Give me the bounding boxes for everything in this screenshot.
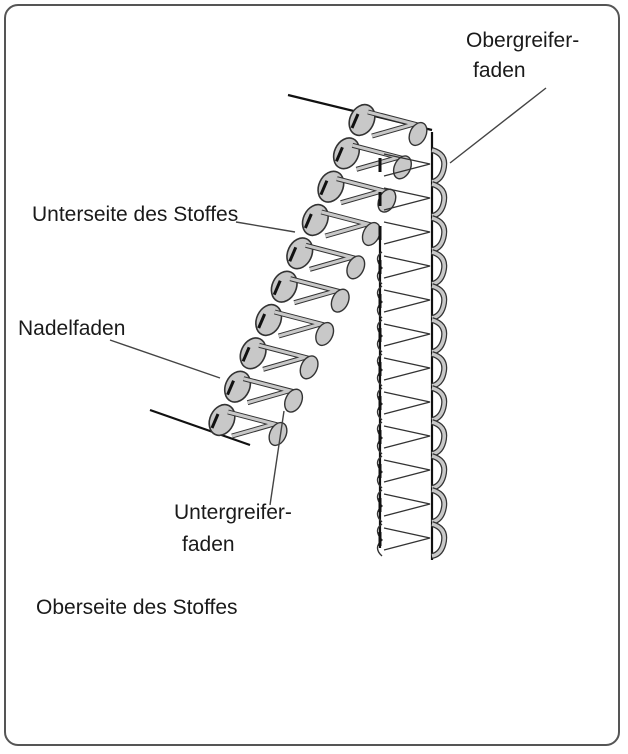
v-stitch [383,289,431,313]
cross-thread [336,176,393,206]
left-loop [376,523,383,557]
needle-dash [288,246,298,262]
label-oberseite: Oberseite des Stoffes [36,596,238,619]
right-loop [284,388,304,413]
needle-dash [350,113,360,129]
edge-loop-fill [431,182,446,218]
cross-thread [274,309,331,339]
left-loop [376,387,383,421]
cross-thread-fill [243,377,296,405]
edge-loop-fill [431,148,446,184]
left-loop [376,285,383,319]
v-stitch [383,221,431,245]
edge-loop-fill [431,488,446,524]
fabric-edges [149,93,434,560]
left-loop [376,353,383,387]
v-stitch [383,459,431,483]
cross-thread [320,209,377,239]
vertical-stitch-strip [376,147,448,559]
right-loop [392,155,412,180]
needle-dash [226,380,235,396]
label-unterseite: Unterseite des Stoffes [32,203,239,226]
needle-dash [257,313,267,329]
v-stitch [383,527,431,551]
edge-loop-fill [431,420,446,456]
v-stitch [383,357,431,381]
edge-loop-fill [431,352,446,388]
v-stitch [383,391,431,415]
edge-loop-fill [431,250,446,286]
v-stitch [383,187,431,211]
label-obergreiferfaden-line1: Obergreifer- [466,29,580,52]
right-loop [408,121,428,147]
edge-loop-fill [431,454,446,490]
cross-thread [305,242,362,272]
needle-dash [335,146,344,162]
needle-dash [272,280,282,296]
edge-loop-fill [431,284,446,320]
left-loop [376,489,383,523]
cross-thread-fill [289,277,342,305]
edge-loop-fill [431,216,446,252]
cross-thread-fill [320,210,374,238]
edge-loop-fill [431,522,446,558]
needle-dash [210,413,220,429]
left-loop [376,421,383,455]
edge-loop-fill [431,318,446,354]
edge-loop-fill [431,386,446,422]
cross-thread-fill [274,310,327,338]
v-stitch [383,255,431,279]
label-untergreiferfaden-line2: faden [182,533,235,556]
v-stitch [383,425,431,449]
cross-thread-fill [336,177,389,205]
cross-thread [367,109,424,139]
cross-thread-fill [305,243,358,271]
v-stitch [383,493,431,517]
label-untergreiferfaden-line1: Untergreifer- [174,501,292,524]
left-loop [376,251,383,285]
right-loop [315,321,335,347]
label-obergreiferfaden-line2: faden [473,59,526,82]
label-nadelfaden: Nadelfaden [18,317,126,340]
cross-thread-fill [227,410,280,438]
left-loop [376,455,383,489]
cross-thread [242,376,300,406]
diagonal-stitch-strip [208,103,428,447]
v-stitch [383,153,431,177]
cross-thread [258,342,315,372]
v-stitch [383,323,431,347]
needle-dash [319,180,329,196]
left-loop [376,319,383,353]
right-loop [330,288,350,313]
right-loop [268,421,288,447]
right-loop [346,255,366,280]
cross-thread-fill [258,343,311,371]
cross-thread [289,276,346,306]
right-loop [299,355,319,380]
needle-dash [303,213,313,229]
needle-dash [241,346,251,362]
cross-thread [351,142,408,172]
cross-thread-fill [367,110,420,138]
cross-thread [227,409,284,439]
leader-lines [109,87,547,506]
